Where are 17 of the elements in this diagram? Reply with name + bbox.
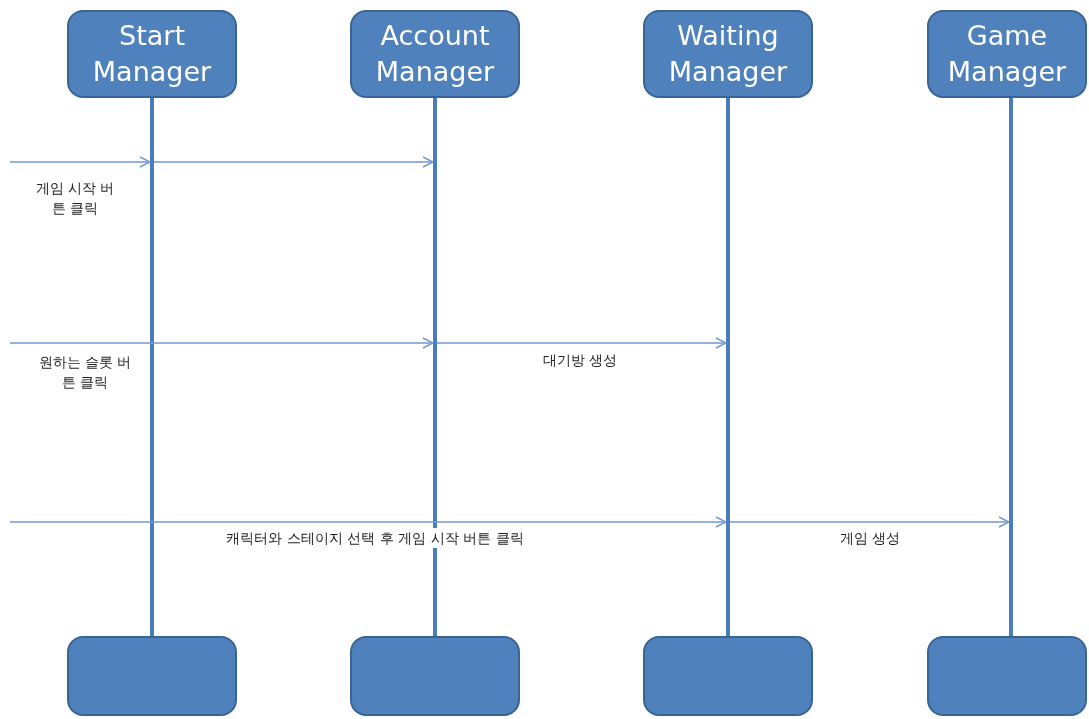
participant-end-box	[350, 636, 520, 716]
message-arrow	[9, 516, 727, 528]
message-arrow	[729, 516, 1010, 528]
lifeline	[1009, 98, 1013, 636]
participant-end-box	[927, 636, 1087, 716]
participant-box: Start Manager	[67, 10, 237, 98]
participant-box: Account Manager	[350, 10, 520, 98]
participant-end-box	[67, 636, 237, 716]
lifeline	[726, 98, 730, 636]
participant-end-box	[643, 636, 813, 716]
message-arrow	[9, 337, 434, 349]
participant-box: Game Manager	[927, 10, 1087, 98]
lifeline	[150, 98, 154, 636]
participant-box: Waiting Manager	[643, 10, 813, 98]
message-arrow	[9, 156, 151, 168]
message-arrow	[436, 337, 727, 349]
message-arrow	[153, 156, 434, 168]
